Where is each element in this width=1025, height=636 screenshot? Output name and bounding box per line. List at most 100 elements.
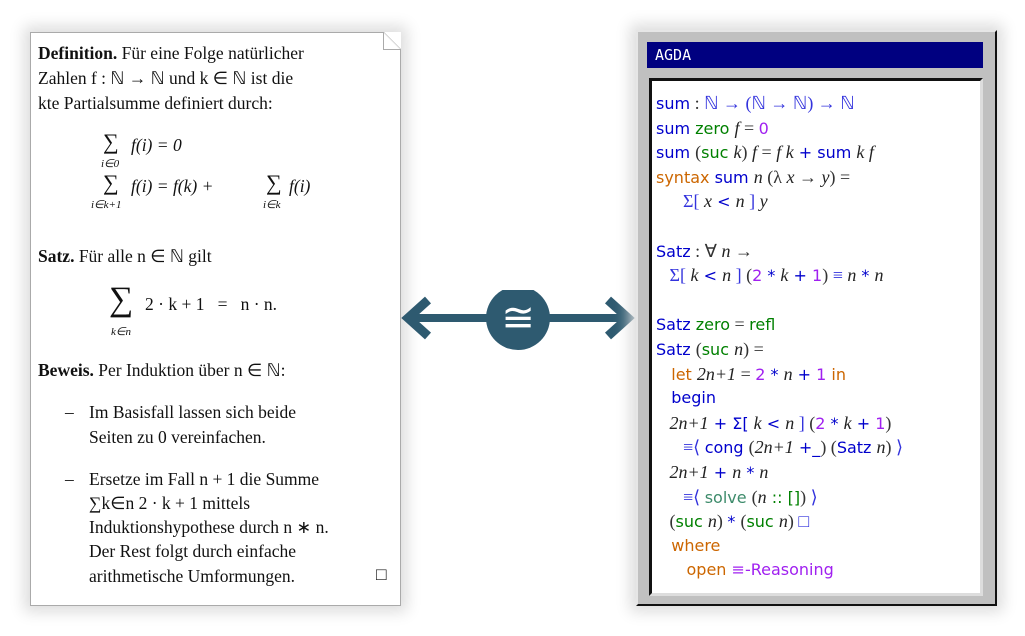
- code-token: k: [753, 412, 762, 433]
- bullet-2-line: ∑k∈n 2 · k + 1 mittels: [89, 493, 251, 513]
- code-token: ℕ → (ℕ → ℕ) → ℕ: [704, 93, 855, 113]
- code-line: Σ[ k < n ] (2 * k + 1) ≡ n * n: [656, 265, 884, 286]
- equation-2-tail: f(i): [289, 176, 311, 196]
- code-token: ): [885, 412, 892, 433]
- code-token: <: [761, 413, 786, 433]
- code-token: (: [809, 412, 816, 433]
- code-token: (λ: [762, 166, 787, 187]
- code-token: syntax: [656, 167, 715, 187]
- definition-label: Definition.: [38, 43, 118, 63]
- code-token: ): [822, 265, 833, 286]
- code-token: f k: [776, 142, 794, 163]
- bidirectional-arrow: [401, 290, 635, 350]
- code-token: ) =: [743, 339, 764, 359]
- code-line: Σ[ x < n ] y: [656, 191, 768, 212]
- agda-window: AGDA sum : ℕ → (ℕ → ℕ) → ℕ sum zero f = 0…: [636, 30, 997, 606]
- code-token: (: [748, 437, 755, 458]
- code-token: +: [708, 463, 733, 482]
- code-token: *: [825, 413, 844, 433]
- window-title: AGDA: [647, 42, 983, 68]
- code-token: *: [727, 512, 741, 532]
- code-token: 1: [812, 266, 823, 286]
- code-token: k: [690, 265, 699, 286]
- code-token: <: [711, 192, 736, 212]
- code-token: zero: [695, 118, 735, 138]
- code-token: +_: [793, 438, 821, 458]
- code-token: Satz: [656, 340, 696, 359]
- code-token: =: [757, 142, 777, 163]
- isomorphism-symbol: ≅: [501, 295, 535, 341]
- code-token: ≡: [832, 265, 848, 286]
- bullet-1-line: Seiten zu 0 vereinfachen.: [89, 427, 266, 447]
- beweis-label: Beweis.: [38, 360, 94, 380]
- code-token: y: [759, 191, 768, 212]
- code-token: in: [826, 364, 847, 384]
- code-token: ) =: [829, 166, 851, 187]
- code-token: n: [732, 462, 742, 482]
- code-token: 1: [875, 413, 886, 433]
- code-line: Satz : ∀ n →: [656, 241, 753, 262]
- code-token: let: [656, 364, 697, 384]
- code-token: 2n+1: [696, 363, 737, 384]
- code-token: Satz: [836, 438, 877, 458]
- code-token: ) (: [820, 437, 837, 458]
- code-token: n: [759, 462, 769, 482]
- page-fold-corner: [383, 32, 401, 50]
- code-token: 2n+1: [669, 462, 709, 482]
- code-token: n: [785, 412, 795, 433]
- code-token: 2n+1: [754, 437, 794, 458]
- code-token: where: [656, 535, 721, 555]
- sum-symbol: ∑: [109, 281, 134, 318]
- code-line: let 2n+1 = 2 * n + 1 in: [656, 364, 846, 385]
- bullet-2-line: Induktionshypothese durch n ∗ n.: [89, 517, 329, 537]
- code-token: (: [695, 142, 702, 163]
- code-token: Σ[: [656, 265, 691, 286]
- code-token: +: [851, 413, 876, 433]
- code-token: begin: [656, 388, 716, 408]
- bullet-dash: –: [65, 469, 74, 489]
- code-token: ]: [794, 412, 810, 433]
- code-line: Satz zero = refl: [656, 314, 775, 335]
- code-token: k f: [856, 142, 874, 163]
- code-token: suc: [746, 512, 779, 532]
- code-token: []: [787, 487, 801, 507]
- code-token: 2: [752, 266, 763, 286]
- code-token: n: [847, 265, 857, 286]
- bullet-1-line: Im Basisfall lassen sich beide: [89, 402, 297, 422]
- code-token: ≡-Reasoning: [731, 560, 834, 580]
- code-token: n: [721, 240, 731, 261]
- code-token: n: [783, 363, 793, 384]
- code-token: (: [656, 511, 676, 532]
- code-token: *: [765, 364, 784, 384]
- code-token: [656, 413, 670, 433]
- code-token: 0: [758, 118, 769, 138]
- code-token: *: [741, 463, 760, 482]
- code-token: Satz: [656, 315, 696, 335]
- code-line: sum zero f = 0: [656, 118, 769, 139]
- code-token: sum: [656, 118, 696, 138]
- code-token: : ∀: [690, 240, 722, 261]
- code-token: y: [821, 166, 830, 187]
- code-token: x: [786, 166, 795, 187]
- sum-symbol: ∑: [266, 170, 282, 195]
- code-token: (: [695, 339, 702, 359]
- code-line: 2n+1 + n * n: [656, 462, 769, 483]
- code-token: =: [739, 117, 759, 138]
- code-token: cong: [704, 438, 749, 458]
- code-line: 2n+1 + Σ[ k < n ] (2 * k + 1): [656, 412, 892, 434]
- isomorphism-circle: [486, 290, 550, 350]
- code-token: □: [798, 511, 810, 532]
- code-token: n: [722, 265, 732, 286]
- code-token: zero: [695, 315, 730, 335]
- theorem-statement: Satz. Für alle n ∈ ℕ gilt: [38, 246, 212, 267]
- code-token: :: [690, 93, 705, 113]
- eq1-subscript: i∈0: [101, 158, 120, 170]
- definition-text: Für eine Folge natürlicher: [121, 43, 304, 63]
- definition-line-2: Zahlen f : ℕ → ℕ und k ∈ ℕ ist die: [38, 68, 294, 88]
- code-token: suc: [701, 340, 735, 359]
- code-token: + sum: [793, 143, 857, 163]
- code-token: (: [751, 486, 758, 507]
- code-token: n: [735, 191, 745, 212]
- code-line: Satz (suc n) =: [656, 339, 764, 360]
